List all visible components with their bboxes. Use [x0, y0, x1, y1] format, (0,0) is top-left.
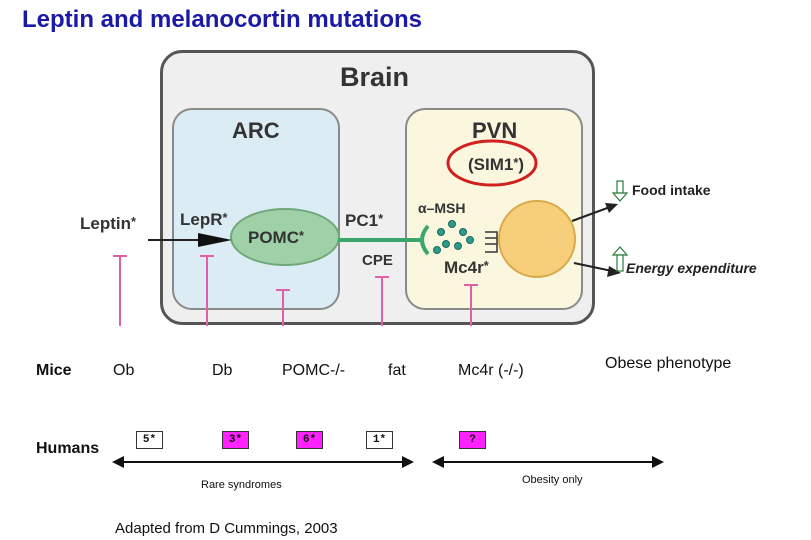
mice-mc4r-ko: Mc4r (-/-): [458, 362, 524, 379]
sim1-label: (SIM1*): [468, 155, 524, 174]
pomc-neuron: [230, 208, 340, 266]
food-intake-label: Food intake: [632, 182, 711, 198]
humans-marker-4: 1*: [366, 431, 393, 449]
mc4r-receptor-icon: [485, 231, 498, 253]
up-arrow-icon: [611, 246, 629, 272]
humans-marker-3: 6*: [296, 431, 323, 449]
energy-arrow: [573, 262, 613, 272]
sim1-highlight-circle: [446, 139, 538, 187]
mice-ob: Ob: [113, 362, 135, 379]
pvn-neuron: [498, 200, 576, 278]
cpe-label: CPE: [362, 252, 393, 269]
energy-expenditure-label: Energy expenditure: [626, 260, 757, 276]
mice-db: Db: [212, 362, 233, 379]
pc1-label: PC1*: [345, 211, 384, 230]
citation: Adapted from D Cummings, 2003: [115, 520, 338, 537]
page-title: Leptin and melanocortin mutations: [22, 6, 423, 33]
humans-marker-5: ?: [459, 431, 486, 449]
humans-row-label: Humans: [36, 440, 100, 457]
rare-syndromes-label: Rare syndromes: [201, 479, 282, 491]
amsh-label: α–MSH: [418, 200, 466, 216]
mc4r-label: Mc4r*: [444, 258, 489, 277]
humans-marker-2: 3*: [222, 431, 249, 449]
leptin-label: Leptin*: [80, 214, 136, 233]
brain-label: Brain: [340, 62, 410, 92]
mice-row-label: Mice: [36, 362, 72, 379]
obesity-only-label: Obesity only: [522, 474, 583, 486]
arc-label: ARC: [232, 118, 280, 143]
synapse-terminal: [420, 224, 430, 256]
mice-pomc-ko: POMC-/-: [282, 362, 346, 379]
pomc-label: POMC*: [248, 228, 304, 247]
lepr-label: LepR*: [180, 210, 228, 229]
pvn-label: PVN: [472, 118, 518, 143]
food-intake-arrow: [571, 206, 611, 222]
mice-fat: fat: [388, 362, 406, 379]
leptin-arrowhead: [198, 233, 232, 247]
arc-region: [172, 108, 340, 310]
down-arrow-icon: [611, 180, 629, 202]
humans-marker-1: 5*: [136, 431, 163, 449]
obese-phenotype-label: Obese phenotype: [605, 355, 732, 372]
amsh-particles: [433, 220, 474, 254]
inhibitor-lines: [113, 255, 478, 326]
